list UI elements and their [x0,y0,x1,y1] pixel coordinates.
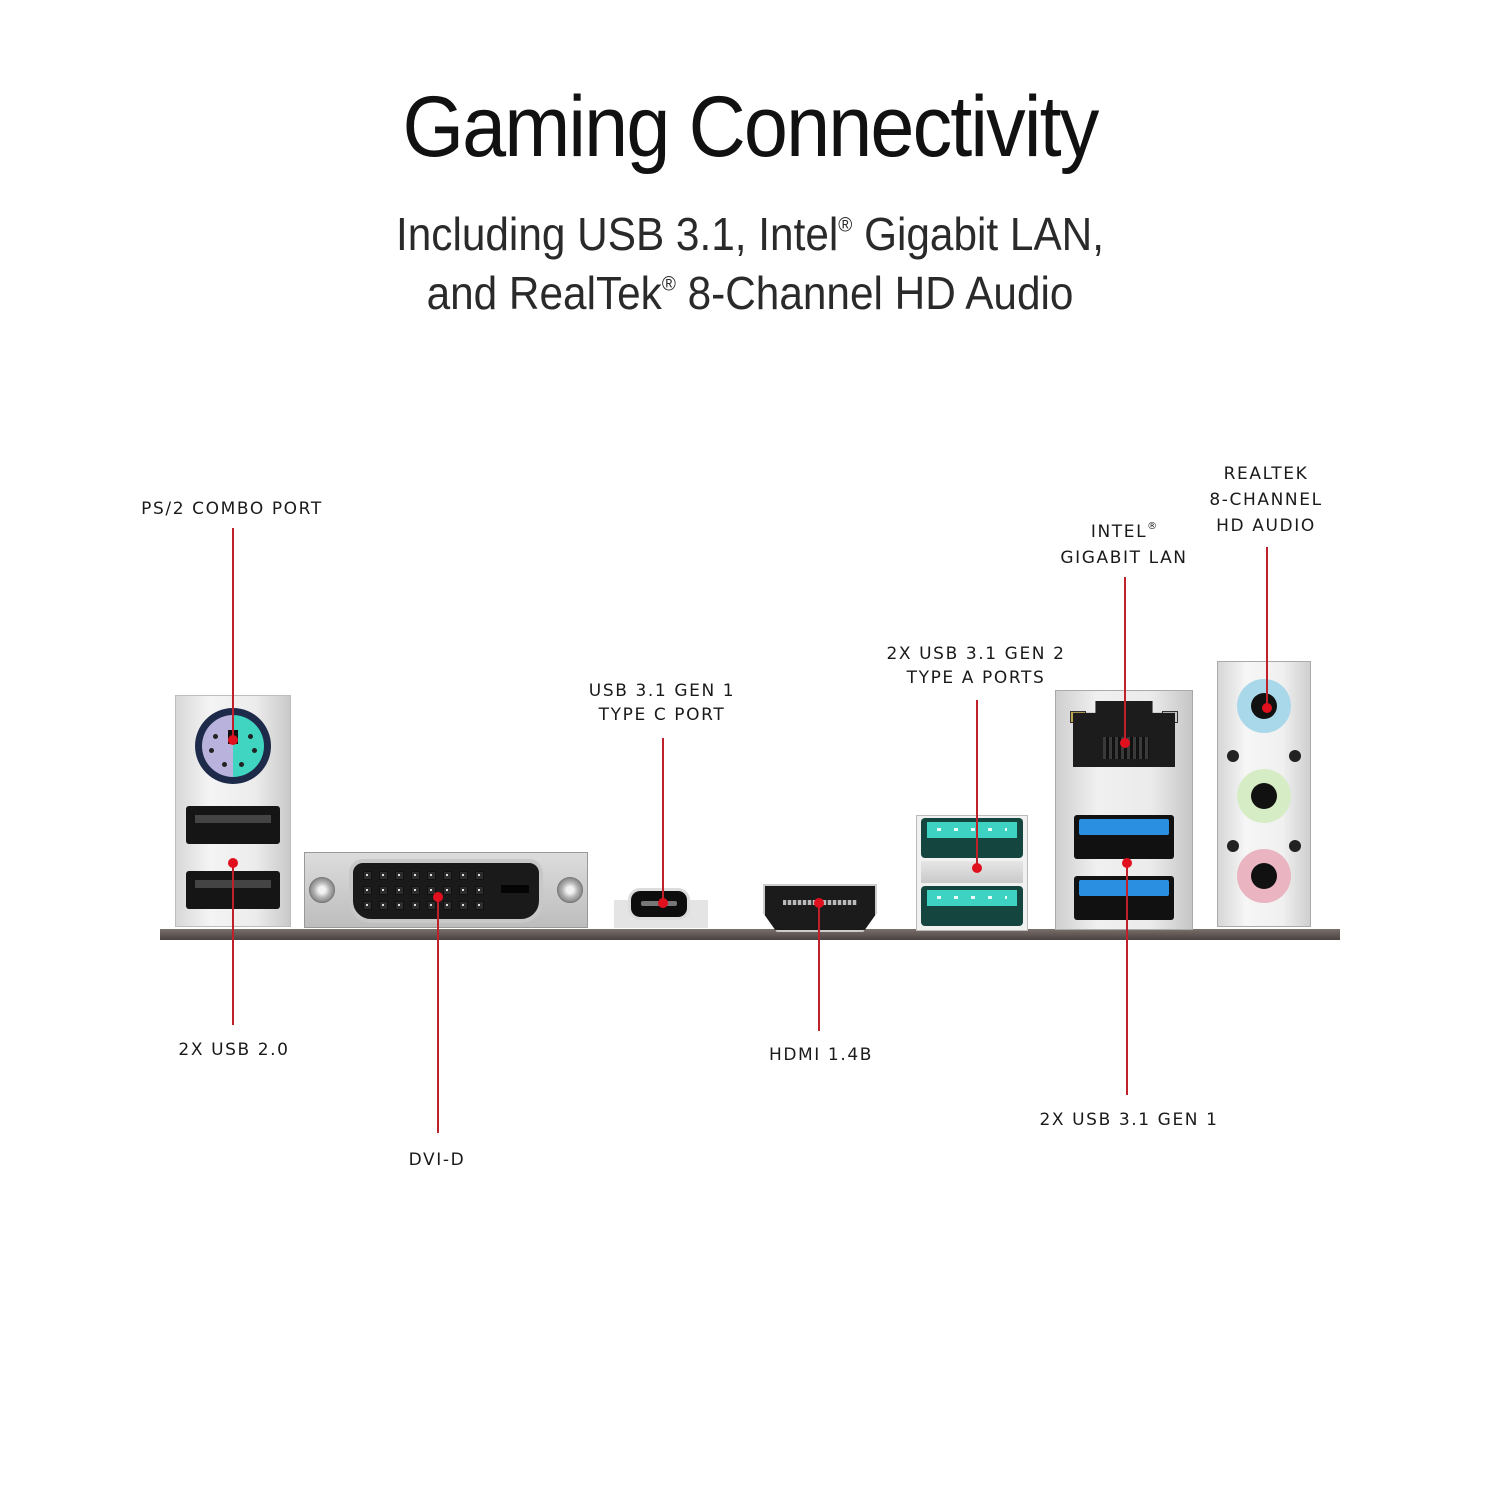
label-dvi-d: DVI-D [408,1150,466,1170]
registered-mark: ® [838,213,853,237]
usb31-gen2-port-top [921,818,1023,858]
dvi-pin [459,886,468,895]
leader-line-dvi [437,897,439,1133]
dvi-pin [475,871,484,880]
dvi-pin [459,901,468,910]
label-line: TYPE C PORT [598,705,726,725]
usb31-gen1-port-bottom [1074,876,1174,920]
leader-dot-dvi [433,892,443,902]
screw-icon [309,877,335,903]
audio-jack-block [1217,661,1311,927]
audio-mic-jack [1237,849,1291,903]
leader-line-usb-gen1 [1126,863,1128,1095]
leader-dot-usbc [658,898,668,908]
dvi-pin [363,901,372,910]
label-line: INTEL® [1060,514,1187,545]
dvi-pin [475,886,484,895]
leader-line-audio [1266,547,1268,707]
dvi-pin [411,901,420,910]
leader-dot-usb-gen2 [972,863,982,873]
label-ps2-combo-port: PS/2 COMBO PORT [141,499,323,519]
dvi-pin [443,886,452,895]
label-realtek-audio: REALTEK 8-CHANNEL HD AUDIO [1209,461,1322,539]
usb-divider-plate [921,861,1023,883]
leader-line-hdmi [818,903,820,1031]
dvi-pin [427,886,436,895]
dvi-pin [443,871,452,880]
dvi-pin [395,901,404,910]
dvi-pin [379,886,388,895]
label-line: USB 3.1 GEN 1 [588,681,736,701]
label-text: INTEL [1090,522,1148,542]
leader-line-lan [1124,577,1126,742]
dvi-pin [427,871,436,880]
dvi-pin [411,886,420,895]
label-line: GIGABIT LAN [1060,548,1188,568]
dvi-pin [395,886,404,895]
label-usb20: 2X USB 2.0 [178,1040,290,1060]
label-hdmi: HDMI 1.4B [768,1045,874,1065]
subtitle-text: Gigabit LAN, [852,208,1104,260]
label-line: HD AUDIO [1216,516,1316,536]
dvi-pin [459,871,468,880]
dvi-pin [363,886,372,895]
registered-mark: ® [661,272,676,296]
subtitle-text: Including USB 3.1, Intel [396,208,839,260]
page-title: Gaming Connectivity [402,79,1099,175]
dvi-d-connector [349,859,543,923]
hdmi-port [763,884,877,932]
dvi-pin [411,871,420,880]
subtitle-text: 8-Channel HD Audio [675,267,1074,319]
leader-dot-hdmi [814,898,824,908]
usb31-gen2-port-bottom [921,886,1023,926]
dvi-pin [379,901,388,910]
usb31-gen2-port-block [916,815,1028,931]
dvi-pin [427,901,436,910]
subtitle-text: and RealTek [426,267,662,319]
dvi-pin [475,901,484,910]
leader-dot-ps2 [228,735,238,745]
dvi-pin [443,901,452,910]
io-shield-board-edge [160,929,1340,940]
subtitle-line-1: Including USB 3.1, Intel® Gigabit LAN, [60,207,1440,261]
label-line: 8-CHANNEL [1209,490,1323,510]
dvi-pin [363,871,372,880]
dvi-pin [379,871,388,880]
dvi-pin [395,871,404,880]
audio-line-out-jack [1237,769,1291,823]
label-usb-c: USB 3.1 GEN 1 TYPE C PORT [589,678,735,728]
label-usb31-gen1: 2X USB 3.1 GEN 1 [1039,1110,1219,1130]
leader-line-usb-gen2 [976,700,978,868]
registered-mark: ® [1147,521,1158,532]
leader-dot-audio [1262,703,1272,713]
leader-line-usbc [662,738,664,903]
label-intel-gigabit-lan: INTEL® GIGABIT LAN [1060,514,1187,571]
subtitle-line-2: and RealTek® 8-Channel HD Audio [60,266,1440,320]
label-usb31-gen2: 2X USB 3.1 GEN 2 TYPE A PORTS [886,641,1065,691]
leader-dot-usb-gen1 [1122,858,1132,868]
dvi-d-port-block [304,852,588,928]
leader-dot-lan [1120,738,1130,748]
label-line: REALTEK [1223,464,1309,484]
leader-line-usb20 [232,863,234,1025]
label-line: TYPE A PORTS [906,668,1046,688]
usb31-gen1-port-top [1074,815,1174,859]
leader-dot-usb20 [228,858,238,868]
label-line: 2X USB 3.1 GEN 2 [886,644,1066,664]
usb20-port-top [186,806,280,844]
leader-line-ps2 [232,528,234,738]
screw-icon [557,877,583,903]
